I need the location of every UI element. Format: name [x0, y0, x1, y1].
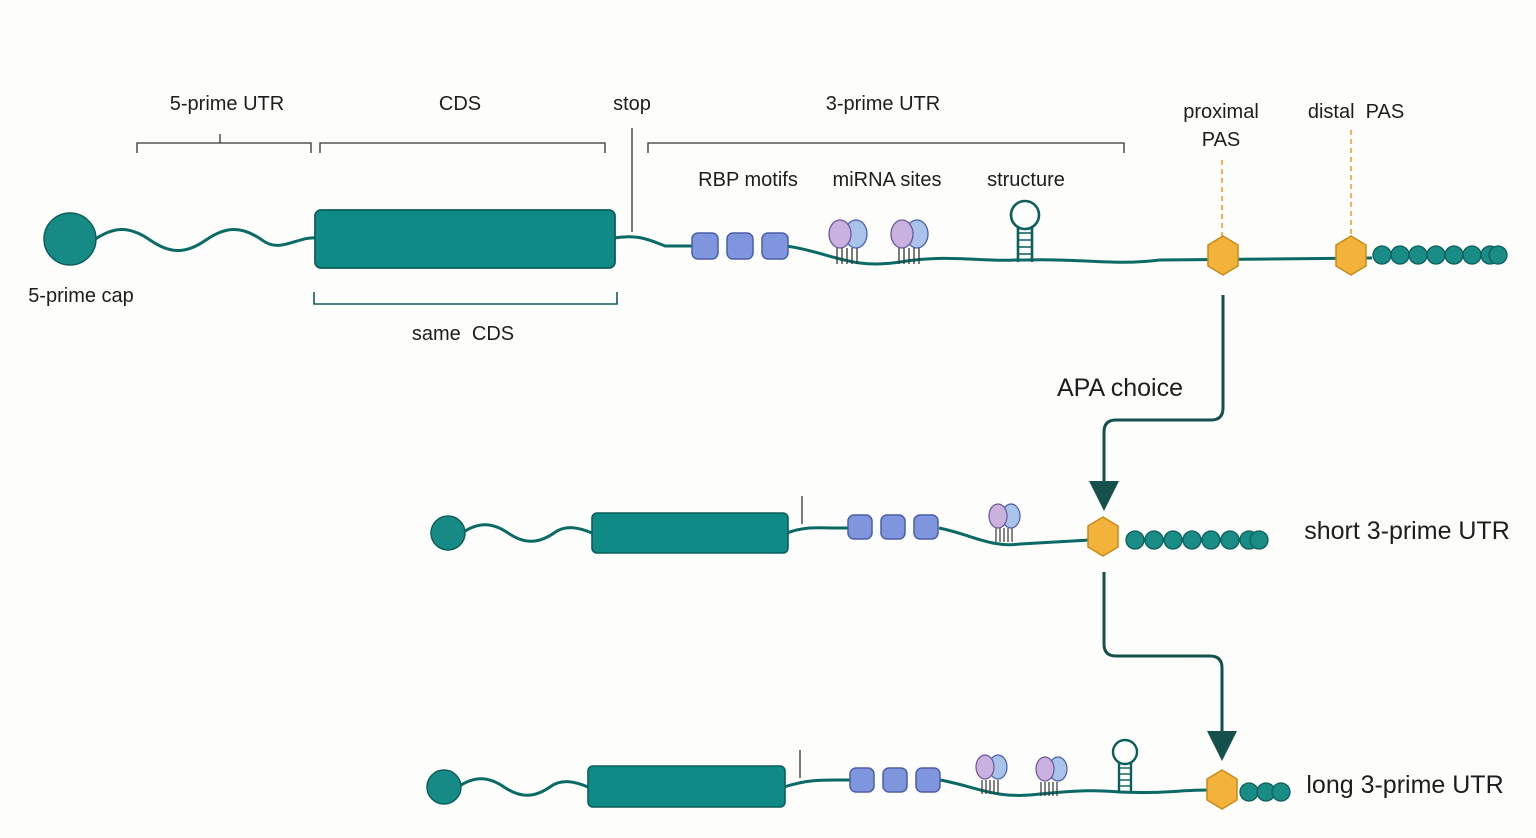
- five-utr-label: 5-prime UTR: [170, 93, 284, 115]
- cds-box: [587, 765, 786, 808]
- short-utr-transcript: short 3-prime UTR: [430, 496, 1510, 557]
- proximal-pas-label-line2: PAS: [1202, 129, 1241, 151]
- three-utr-bracket: [647, 142, 1125, 153]
- apa-choice-arrow: [1089, 295, 1225, 511]
- five-cap-icon: [430, 515, 466, 551]
- long-utr-arrow: [1102, 572, 1237, 761]
- apa-choice-label: APA choice: [1057, 374, 1183, 402]
- stem-loop-structure-icon: [1009, 199, 1041, 262]
- mirna-site-icon: [988, 503, 1021, 542]
- mirna-site-icon: [890, 219, 929, 264]
- polya-tail: [1125, 530, 1269, 550]
- polya-tail: [1239, 782, 1291, 802]
- stem-loop-structure-icon: [1111, 738, 1139, 792]
- long-utr-transcript: long 3-prime UTR: [426, 738, 1504, 810]
- rbp-motif-group: [847, 514, 939, 540]
- five-cap-icon: [43, 212, 97, 266]
- distal-pas-icon: [1335, 235, 1367, 276]
- mirna-sites-label: miRNA sites: [833, 169, 942, 191]
- distal-pas-label: distal PAS: [1308, 101, 1404, 123]
- rbp-motif-icon: [761, 232, 789, 260]
- stop-label: stop: [613, 93, 651, 115]
- mirna-site-icon: [1035, 756, 1068, 796]
- rbp-motif-icon: [726, 232, 754, 260]
- five-utr-bracket: [136, 142, 312, 153]
- five-cap-label: 5-prime cap: [28, 285, 134, 307]
- cds-box: [591, 512, 789, 554]
- cds-bracket: [319, 142, 606, 153]
- rbp-motif-icon: [691, 232, 719, 260]
- polya-tail: [1372, 245, 1508, 265]
- rbp-motifs-label: RBP motifs: [698, 169, 798, 191]
- five-cap-icon: [426, 769, 462, 805]
- cds-box: [314, 209, 616, 269]
- proximal-pas-label-line1: proximal: [1183, 101, 1259, 123]
- proximal-pas-icon: [1207, 235, 1239, 276]
- rbp-motif-group: [849, 767, 941, 793]
- region-brackets: [136, 128, 1125, 232]
- same-cds-bracket: [313, 292, 618, 305]
- cds-label: CDS: [439, 93, 481, 115]
- long-utr-label: long 3-prime UTR: [1306, 771, 1503, 799]
- mirna-site-icon: [975, 754, 1008, 794]
- pas-icon: [1087, 516, 1119, 557]
- full-transcript: 5-prime UTR CDS stop 3-prime UTR proxima…: [28, 93, 1508, 345]
- mirna-site-icon: [828, 219, 868, 264]
- short-utr-label: short 3-prime UTR: [1304, 517, 1510, 545]
- three-utr-label: 3-prime UTR: [826, 93, 940, 115]
- pas-icon: [1206, 769, 1238, 810]
- structure-label: structure: [987, 169, 1065, 191]
- same-cds-label: same CDS: [412, 323, 514, 345]
- rbp-motif-group: [691, 232, 789, 260]
